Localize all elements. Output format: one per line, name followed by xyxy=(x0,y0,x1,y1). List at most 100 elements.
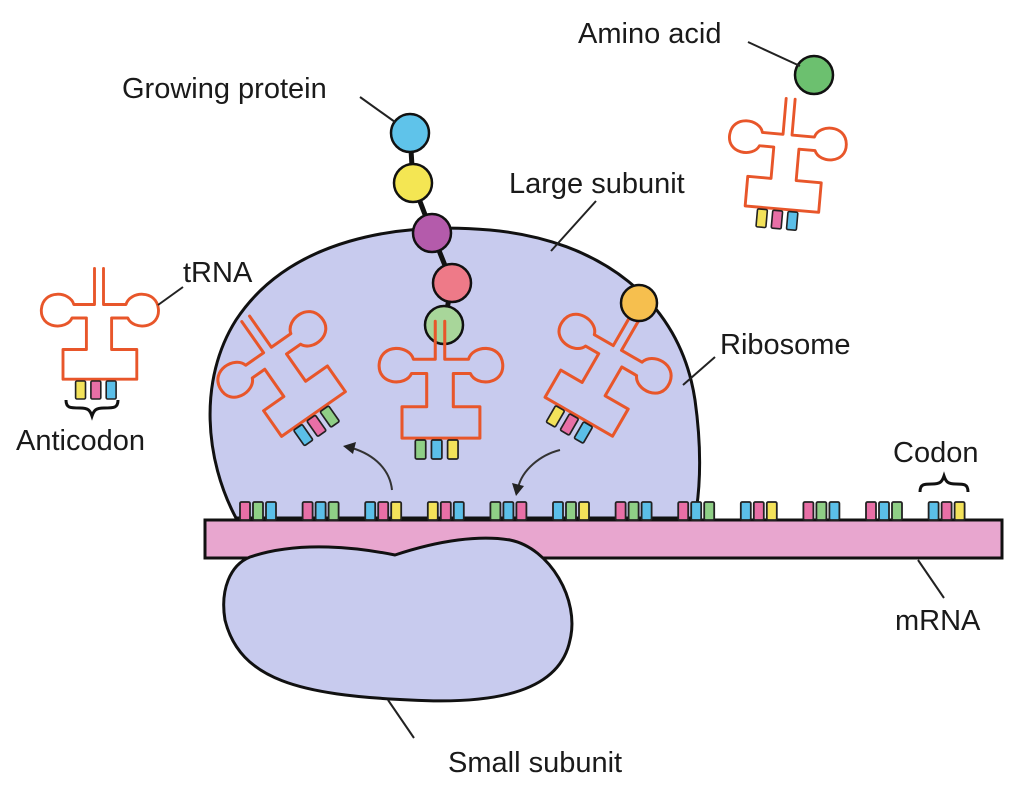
mrna-leader xyxy=(917,559,945,599)
exit-arrow xyxy=(351,447,393,491)
amino-acid-label: Amino acid xyxy=(578,18,721,50)
anticodon-base-pink xyxy=(770,209,784,230)
enter-arrow xyxy=(517,449,561,489)
codon-base-green xyxy=(627,501,640,521)
codon xyxy=(426,501,465,521)
codon-base-yellow xyxy=(578,501,590,521)
anticodon-label: Anticodon xyxy=(16,425,145,457)
amino-acid-yellow xyxy=(392,162,434,204)
amino-acid-purple xyxy=(411,212,453,254)
codon xyxy=(552,501,590,521)
codon-base-pink xyxy=(239,501,251,521)
enter-arrowhead-icon xyxy=(512,483,524,496)
codon-base-yellow xyxy=(426,501,439,521)
ribosome-label: Ribosome xyxy=(720,329,851,361)
codon-base-blue xyxy=(690,501,703,521)
mrna-codons xyxy=(239,501,966,521)
anticodon-brace xyxy=(64,399,120,421)
codon-base-blue xyxy=(265,501,277,521)
growing-protein-label: Growing protein xyxy=(122,73,327,105)
anticodon xyxy=(414,439,459,460)
codon-base-pink xyxy=(752,501,765,521)
codon-base-pink xyxy=(377,501,390,521)
trna-label: tRNA xyxy=(183,257,253,289)
codon-base-blue xyxy=(739,501,752,521)
trna-leader xyxy=(157,286,184,306)
anticodon-base-blue xyxy=(573,421,593,444)
anticodon xyxy=(545,405,593,444)
codon-base-blue xyxy=(640,501,653,521)
codon-base-pink xyxy=(677,501,690,521)
codon xyxy=(489,501,528,521)
anticodon-base-green xyxy=(319,405,340,428)
anticodon-base-green xyxy=(414,439,427,460)
anticodon xyxy=(74,380,117,400)
small-subunit xyxy=(222,536,574,703)
codon-base-blue xyxy=(502,501,515,521)
codon xyxy=(239,501,277,521)
trna-free-left xyxy=(39,267,160,400)
codon-base-pink xyxy=(301,501,314,521)
large-subunit-leader xyxy=(550,200,597,252)
codon-base-blue xyxy=(552,501,564,521)
codon-base-blue xyxy=(927,501,940,521)
codon xyxy=(927,501,966,521)
trna-exiting xyxy=(216,310,347,447)
mrna-label: mRNA xyxy=(895,605,981,637)
anticodon-base-yellow xyxy=(545,405,565,428)
amino-acid-free xyxy=(793,54,835,96)
codon xyxy=(865,501,903,521)
codon xyxy=(364,501,403,521)
ribosome-leader xyxy=(682,356,716,386)
codon-label: Codon xyxy=(893,437,978,469)
codon xyxy=(802,501,841,521)
codon-base-green xyxy=(891,501,903,521)
codon xyxy=(677,501,716,521)
anticodon-base-yellow xyxy=(755,208,769,229)
codon-base-yellow xyxy=(953,501,966,521)
codon-base-green xyxy=(565,501,577,521)
codon-base-yellow xyxy=(390,501,403,521)
codon-base-pink xyxy=(940,501,953,521)
codon-base-pink xyxy=(865,501,877,521)
trna-center xyxy=(377,319,505,460)
codon-base-pink xyxy=(614,501,627,521)
amino-acid-leader xyxy=(747,41,801,67)
exit-arrowhead-icon xyxy=(343,442,356,454)
anticodon xyxy=(755,208,799,231)
anticodon-base-pink xyxy=(306,414,327,437)
codon-base-green xyxy=(703,501,716,521)
amino-acid-incoming xyxy=(619,283,659,323)
codon-base-green xyxy=(252,501,264,521)
anticodon-base-yellow xyxy=(446,439,459,460)
anticodon-base-pink xyxy=(559,413,579,436)
anticodon-base-pink xyxy=(90,380,102,400)
codon xyxy=(739,501,778,521)
trna-entering xyxy=(543,311,673,444)
codon-base-yellow xyxy=(765,501,778,521)
codon-base-pink xyxy=(439,501,452,521)
small-subunit-leader xyxy=(387,699,415,739)
anticodon xyxy=(293,405,340,447)
anticodon-base-blue xyxy=(293,424,314,447)
codon xyxy=(614,501,653,521)
codon-base-blue xyxy=(364,501,377,521)
growing-protein-leader xyxy=(359,96,396,123)
codon-base-green xyxy=(815,501,828,521)
large-subunit-label: Large subunit xyxy=(509,168,685,200)
codon-brace xyxy=(918,471,970,493)
anticodon-base-blue xyxy=(785,210,799,231)
codon-base-pink xyxy=(515,501,528,521)
anticodon-base-yellow xyxy=(74,380,87,400)
small-subunit-label: Small subunit xyxy=(448,747,622,779)
codon-base-green xyxy=(489,501,502,521)
codon-base-blue xyxy=(314,501,327,521)
codon-base-blue xyxy=(828,501,841,521)
codon-base-green xyxy=(327,501,340,521)
amino-acid-blue xyxy=(389,112,431,154)
trna-free-right xyxy=(728,96,848,231)
codon-base-pink xyxy=(802,501,815,521)
codon xyxy=(301,501,340,521)
anticodon-base-blue xyxy=(105,380,117,400)
